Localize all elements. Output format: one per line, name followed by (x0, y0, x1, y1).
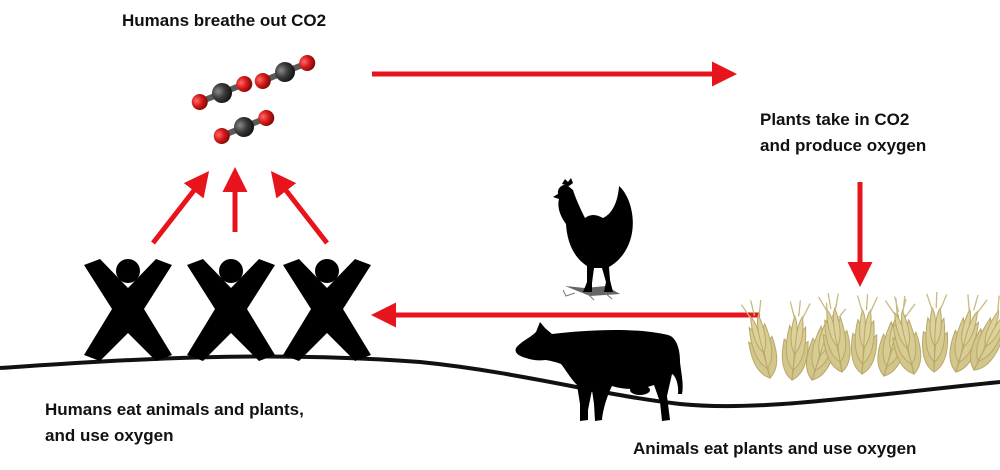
ground-line (0, 354, 1000, 409)
co2-molecule-icon (251, 50, 319, 94)
human-figure-icon (187, 259, 275, 361)
label-humans-eat: Humans eat animals and plants, and use o… (45, 397, 304, 450)
human-figure-icon (84, 259, 172, 361)
label-animals-eat-text: Animals eat plants and use oxygen (633, 439, 917, 458)
chicken-icon (553, 178, 633, 301)
label-plants-line2: and produce oxygen (760, 136, 927, 156)
arrow-human1-to-co2 (151, 171, 210, 245)
human-figure-icon (283, 259, 371, 361)
label-humans-eat-line2: and use oxygen (45, 426, 174, 446)
cow-icon (515, 322, 683, 421)
label-plants-line1: Plants take in CO2 (760, 110, 910, 129)
arrow-human3-to-co2 (270, 171, 329, 245)
co2-molecule-icon (210, 105, 278, 149)
label-humans-exhale: Humans breathe out CO2 (122, 8, 326, 34)
label-animals-eat: Animals eat plants and use oxygen (633, 436, 916, 462)
co2-molecule-icon (188, 71, 256, 115)
wheat-icon (737, 290, 1000, 385)
co2-molecules (188, 50, 319, 149)
humans (84, 259, 371, 361)
label-humans-eat-line1: Humans eat animals and plants, (45, 400, 304, 419)
label-plants: Plants take in CO2 and produce oxygen (760, 107, 926, 160)
label-humans-exhale-text: Humans breathe out CO2 (122, 11, 327, 30)
cycle-arrows (151, 61, 873, 328)
